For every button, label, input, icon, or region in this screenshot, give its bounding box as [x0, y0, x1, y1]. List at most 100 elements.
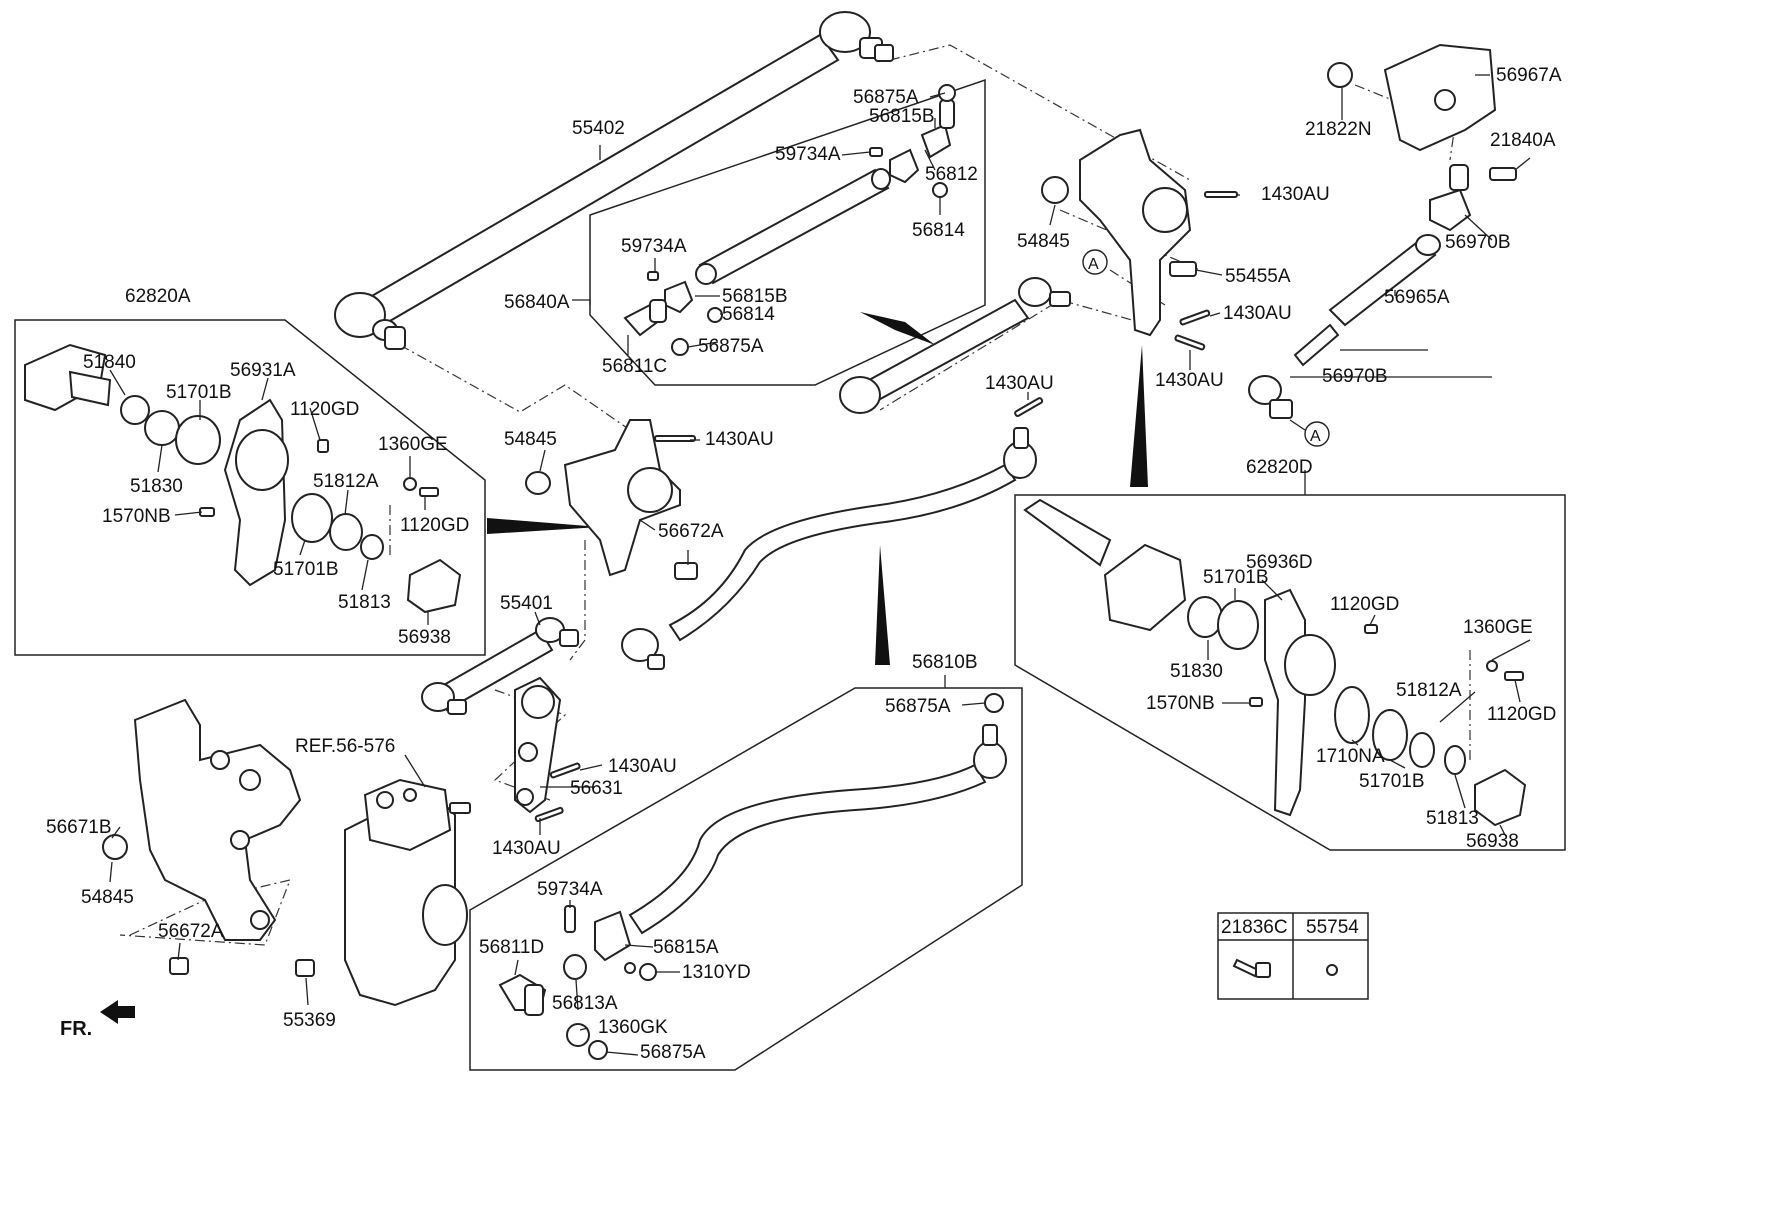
drag-link-55401: [421, 617, 579, 715]
label-51701B-d1: 51701B: [1203, 567, 1269, 588]
label-1430AU-center: 1430AU: [985, 373, 1054, 394]
label-55401: 55401: [500, 593, 553, 614]
pointer-wedge-arm: [860, 312, 935, 345]
label-1310YD: 1310YD: [682, 962, 751, 983]
nut-icon: [1326, 964, 1338, 976]
svg-text:A: A: [1310, 428, 1321, 445]
label-1120GD-a2: 1120GD: [400, 515, 469, 536]
main-drag-link: [621, 427, 1037, 670]
label-55455A: 55455A: [1225, 266, 1291, 287]
guide-arm-mid: [569, 540, 586, 661]
label-56814-mid: 56814: [722, 304, 775, 325]
label-56875A-mid: 56875A: [698, 336, 764, 357]
label-1360GE-a: 1360GE: [378, 434, 448, 455]
label-56970B-low: 56970B: [1322, 366, 1388, 387]
frame-62820D: [1014, 494, 1566, 851]
drag-link-56840A-parts: [623, 84, 956, 356]
label-51812A-d: 51812A: [1396, 680, 1462, 701]
label-51701B-a2: 51701B: [273, 559, 339, 580]
steering-gear-assembly: [102, 698, 471, 1007]
label-56671B: 56671B: [46, 817, 112, 838]
bracket-56967A: [1327, 43, 1497, 152]
guide-bracket: [119, 879, 291, 946]
label-56810B: 56810B: [912, 652, 978, 673]
label-56970B-top: 56970B: [1445, 232, 1511, 253]
label-51701B-a1: 51701B: [166, 382, 232, 403]
label-1430AU-right2: 1430AU: [1223, 303, 1292, 324]
label-1430AU-right3: 1430AU: [1155, 370, 1224, 391]
label-1120GD-a1: 1120GD: [290, 399, 359, 420]
reference-marker-a-lower: A: [1289, 419, 1330, 447]
legend-table: 21836C 55754: [1217, 912, 1369, 1000]
steering-damper-56965A: [1248, 164, 1517, 419]
knuckle-arm-62820D: [1023, 498, 1527, 827]
label-54845-top: 54845: [1017, 231, 1070, 252]
label-1430AU-mid: 1430AU: [705, 429, 774, 450]
label-56875A-low: 56875A: [885, 696, 951, 717]
pitman-arm-56631: [514, 676, 562, 814]
guide-tierod-left: [399, 344, 631, 431]
label-56815B-top: 56815B: [869, 106, 935, 127]
label-1360GK: 1360GK: [598, 1017, 668, 1038]
part-labels: 55402 56875A 56815B 59734A 56812 56814 5…: [46, 65, 1562, 1063]
label-1120GD-d1: 1120GD: [1330, 594, 1399, 615]
label-56936D: 56936D: [1246, 552, 1313, 573]
label-56811C: 56811C: [602, 356, 667, 377]
reference-marker-a-upper: A: [1082, 249, 1108, 275]
label-51812A-a: 51812A: [313, 471, 379, 492]
label-59734A-top: 59734A: [775, 144, 841, 165]
label-51840: 51840: [83, 352, 136, 373]
label-51830-a: 51830: [130, 476, 183, 497]
legend-col1-header: 21836C: [1221, 917, 1288, 938]
tie-rod-55402: [334, 11, 894, 350]
label-56672A-low: 56672A: [158, 921, 224, 942]
tie-rod-right: [839, 277, 1071, 414]
bolt-icon: [1232, 958, 1271, 978]
label-1570NB-d: 1570NB: [1146, 693, 1215, 714]
label-54845-mid: 54845: [504, 429, 557, 450]
pointer-wedge-56810B: [875, 545, 890, 665]
drag-link-56810B: [498, 693, 1007, 1060]
idler-arm-upper: [1041, 128, 1238, 337]
label-1430AU-low1: 1430AU: [608, 756, 677, 777]
label-56814-top: 56814: [912, 220, 965, 241]
frame-56810B: [469, 687, 1023, 1071]
pointer-wedge-62820A: [487, 518, 600, 534]
label-56672A-mid: 56672A: [658, 521, 724, 542]
legend-col2-header: 55754: [1306, 917, 1359, 938]
label-1710NA: 1710NA: [1316, 746, 1385, 767]
guide-1430AU: [879, 299, 1151, 411]
label-62820D: 62820D: [1246, 457, 1313, 478]
label-59734A-low: 59734A: [537, 879, 603, 900]
label-1360GE-d: 1360GE: [1463, 617, 1533, 638]
label-1430AU-low2: 1430AU: [492, 838, 561, 859]
label-1570NB-a: 1570NB: [102, 506, 171, 527]
label-1430AU-right1: 1430AU: [1261, 184, 1330, 205]
label-56938-a: 56938: [398, 627, 451, 648]
label-56815B-mid: 56815B: [722, 286, 788, 307]
label-56631: 56631: [570, 778, 623, 799]
leader-lines: [109, 74, 1531, 1056]
label-21840A: 21840A: [1490, 130, 1556, 151]
label-56875A-top: 56875A: [853, 87, 919, 108]
svg-text:A: A: [1088, 256, 1099, 273]
knuckle-arm-62820A: [24, 343, 462, 614]
front-direction-arrow: FR.: [60, 1000, 135, 1040]
label-55402: 55402: [572, 118, 625, 139]
steering-arm-center: [525, 419, 698, 580]
label-56931A: 56931A: [230, 360, 296, 381]
label-59734A-mid: 59734A: [621, 236, 687, 257]
label-56815A: 56815A: [653, 937, 719, 958]
pointer-wedge-62820D: [1130, 345, 1148, 487]
label-51813-a: 51813: [338, 592, 391, 613]
label-62820A: 62820A: [125, 286, 191, 307]
label-56812: 56812: [925, 164, 978, 185]
guide-top-right: [889, 44, 1191, 181]
pins-and-cotters: [534, 309, 1211, 823]
fr-label: FR.: [60, 1018, 92, 1040]
label-ref-56-576: REF.56-576: [295, 736, 395, 757]
frame-56840A: [589, 78, 986, 386]
label-55369: 55369: [283, 1010, 336, 1031]
